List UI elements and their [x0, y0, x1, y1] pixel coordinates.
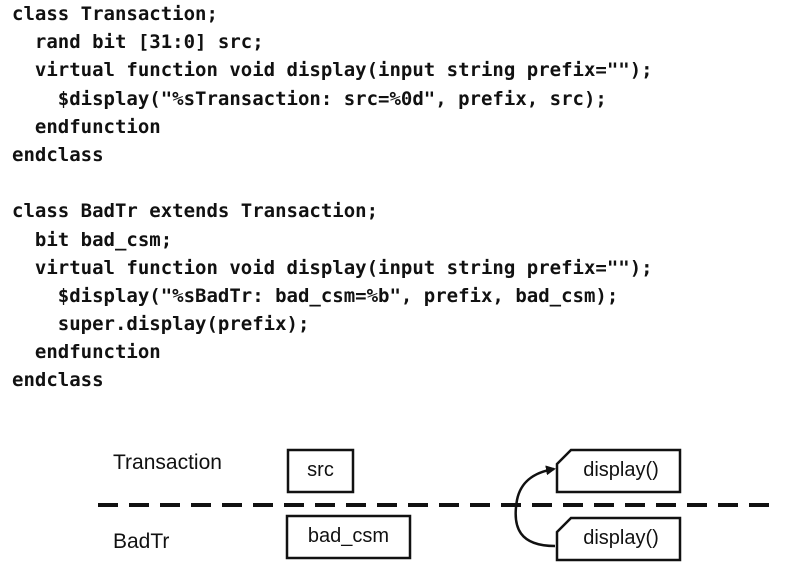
code-line: virtual function void display(input stri… [12, 256, 653, 279]
code-line: $display("%sBadTr: bad_csm=%b", prefix, … [12, 284, 619, 307]
display-bottom-box [555, 516, 682, 562]
display-top-box [555, 448, 682, 494]
bad-csm-box-label: bad_csm [307, 525, 390, 547]
code-line: endclass [12, 369, 104, 392]
code-line: endclass [12, 143, 104, 166]
badtr-label: BadTr [113, 530, 170, 553]
src-box [286, 448, 355, 494]
code-line: class BadTr extends Transaction; [12, 200, 379, 223]
src-box-label: src [307, 459, 334, 481]
code-line: endfunction [12, 115, 161, 138]
bad-csm-box [285, 514, 412, 560]
code-line: virtual function void display(input stri… [12, 59, 653, 82]
code-line: $display("%sTransaction: src=%0d", prefi… [12, 87, 607, 110]
code-listing: class Transaction; rand bit [31:0] src; … [12, 0, 653, 395]
display-bottom-label: display() [583, 527, 659, 549]
display-top-label: display() [583, 459, 659, 481]
code-line: rand bit [31:0] src; [12, 31, 264, 54]
code-line: super.display(prefix); [12, 313, 310, 336]
code-line: class Transaction; [12, 3, 218, 25]
transaction-label: Transaction [113, 451, 222, 474]
code-line: bit bad_csm; [12, 228, 173, 251]
code-line: endfunction [12, 341, 161, 364]
super-call-arrow [514, 465, 556, 548]
